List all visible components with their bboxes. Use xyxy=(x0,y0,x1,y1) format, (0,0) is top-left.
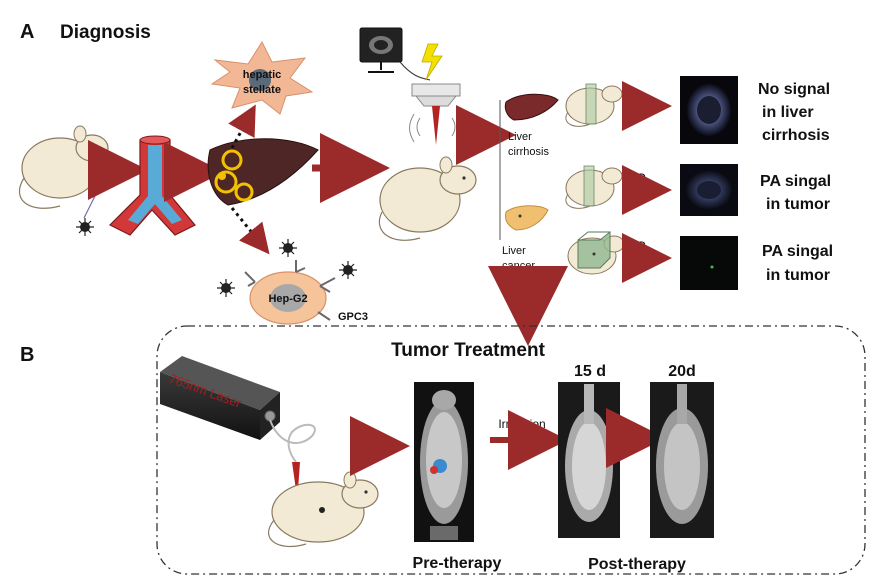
liver-icon xyxy=(208,139,318,205)
liver-cancer-label-2: cancer xyxy=(502,260,535,272)
result2-line1: PA singal xyxy=(760,173,831,190)
gpc3-label: GPC3 xyxy=(338,311,368,323)
label-3d: 3D xyxy=(634,240,646,250)
panel-b-title: Tumor Treatment xyxy=(391,340,545,361)
post-therapy-label: Post-therapy xyxy=(588,556,686,573)
result3-line1: PA singal xyxy=(762,243,833,260)
panel-a-letter: A xyxy=(20,21,34,43)
liver-cirrhosis-label-2: cirrhosis xyxy=(508,146,549,158)
monitor-icon xyxy=(360,28,402,72)
hepatic-stellate-label-1: hepatic xyxy=(243,69,282,81)
result1-line1: No signal xyxy=(758,81,830,98)
day15-label: 15 d xyxy=(574,363,606,380)
post-therapy-15d-image xyxy=(558,382,620,538)
nanoparticle-icon xyxy=(339,261,357,279)
result1-line2: in liver xyxy=(762,104,814,121)
hepatic-stellate-label-2: stellate xyxy=(243,84,281,96)
cirrhosis-liver-icon xyxy=(505,94,558,120)
irradiation-label: Irratation xyxy=(498,417,545,431)
mouse-icon xyxy=(269,472,378,547)
nanoparticle-icon xyxy=(217,279,235,297)
blood-vessel-icon xyxy=(110,136,195,235)
liver-cirrhosis-label-1: Liver xyxy=(508,131,532,143)
post-therapy-20d-image xyxy=(650,382,714,538)
cancer-liver-icon xyxy=(505,206,548,230)
liver-cancer-label-1: Liver xyxy=(502,245,526,257)
hepg2-label: Hep-G2 xyxy=(268,293,307,305)
mouse-icon xyxy=(566,166,622,208)
result3-line2: in tumor xyxy=(766,267,830,284)
transducer-icon xyxy=(410,84,463,145)
panel-b-letter: B xyxy=(20,344,34,366)
nanoparticle-icon xyxy=(76,218,94,236)
pre-therapy-image xyxy=(414,382,474,542)
mouse-icon xyxy=(379,157,476,240)
hepg2-cell-icon xyxy=(245,260,335,324)
pa-image-tumor-3d xyxy=(680,236,738,290)
panel-a-title: Diagnosis xyxy=(60,22,151,43)
mouse-icon xyxy=(568,232,624,274)
lightning-icon xyxy=(422,44,442,80)
result1-line3: cirrhosis xyxy=(762,127,830,144)
label-2d: 2D xyxy=(634,172,646,182)
day20-label: 20d xyxy=(668,363,696,380)
mouse-icon xyxy=(566,84,622,126)
pa-image-tumor-2d xyxy=(680,164,738,216)
nanoparticle-icon xyxy=(279,239,297,257)
pre-therapy-label: Pre-therapy xyxy=(413,555,502,572)
treatment-box xyxy=(157,326,865,574)
result2-line2: in tumor xyxy=(766,196,830,213)
pa-image-cirrhosis xyxy=(680,76,738,144)
